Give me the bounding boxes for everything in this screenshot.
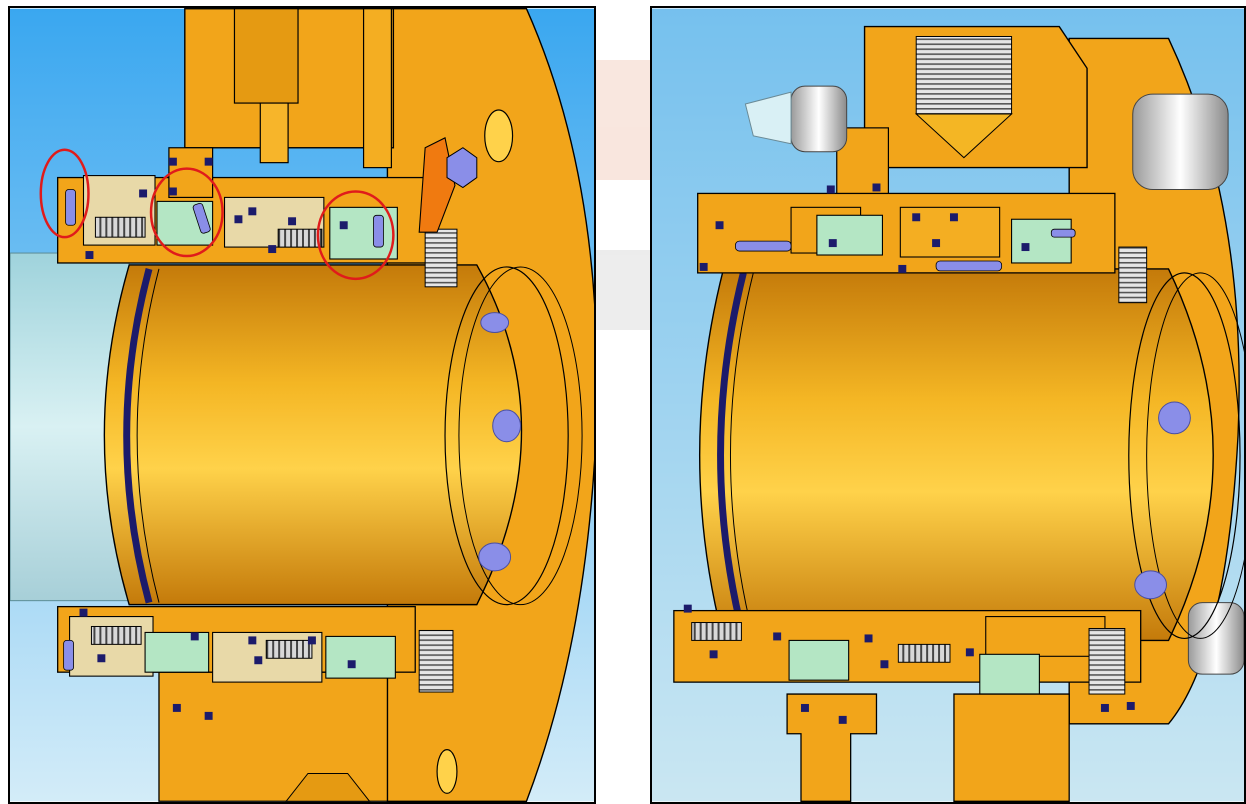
sleeve-bore-edge <box>136 268 160 603</box>
setting-clip <box>418 137 456 233</box>
right-section-view <box>650 6 1246 804</box>
oring-icon <box>85 157 348 259</box>
sleeve-end-face <box>444 266 569 606</box>
highlight-markers <box>39 148 395 281</box>
stationary-face-1 <box>816 214 883 256</box>
spring-icon <box>265 639 313 659</box>
oring-icon <box>699 183 1030 273</box>
oring-icon <box>79 608 356 720</box>
port-passage <box>259 102 289 164</box>
highlight-circle-pin-1 <box>39 148 90 239</box>
sleeve-end-face-outer <box>458 266 583 606</box>
set-screw-icon <box>480 312 510 333</box>
drive-pin-icon <box>63 639 74 671</box>
sleeve-end-face-outer <box>1146 272 1244 639</box>
drive-pin-icon <box>192 202 211 234</box>
oring-icon <box>123 268 153 604</box>
left-seal-drawing <box>10 8 594 802</box>
flange-bolt-hole <box>484 109 514 163</box>
set-screw-icon <box>478 542 512 572</box>
lower-gland-body <box>786 693 878 802</box>
stationary-face-3 <box>144 631 210 673</box>
drive-pin-icon <box>735 240 792 252</box>
stationary-face-2 <box>1011 218 1072 264</box>
drive-pin-icon <box>935 260 1003 272</box>
stationary-face-3 <box>788 639 850 681</box>
set-screw-icon <box>492 409 521 443</box>
flange-bolt-hole <box>436 749 458 794</box>
port-bore <box>233 8 299 104</box>
set-screw-icon <box>418 629 454 693</box>
highlight-circle-pin-3 <box>316 190 395 281</box>
drive-pin-icon <box>65 189 76 226</box>
hex-bolt-icon <box>446 147 478 189</box>
rotating-ring-3 <box>69 616 154 677</box>
lower-flange-body <box>953 693 1070 802</box>
hex-bolt-icon <box>790 85 848 153</box>
left-section-view <box>8 6 596 804</box>
right-seal-drawing <box>652 8 1244 802</box>
drive-pin-icon <box>373 214 384 248</box>
stationary-face-4 <box>979 653 1040 695</box>
shaft-sleeve <box>698 268 1214 642</box>
port-channel <box>362 8 392 169</box>
spring-icon <box>90 625 142 645</box>
drain-port <box>285 772 371 802</box>
sleeve-bore-edge <box>729 272 754 637</box>
set-screw-icon <box>1118 246 1148 304</box>
oring-icon <box>683 604 1135 724</box>
bolt-tip <box>744 91 792 145</box>
spring-icon <box>94 216 146 238</box>
sleeve-end-face <box>1128 272 1241 640</box>
stationary-face-4 <box>325 635 396 679</box>
set-screw-icon <box>1088 627 1126 695</box>
set-screw-icon <box>1158 401 1191 435</box>
set-screw-icon <box>424 228 458 288</box>
spring-icon <box>897 643 951 663</box>
port-cone <box>914 113 1013 159</box>
set-screw-icon <box>1134 570 1168 600</box>
stationary-face-2 <box>329 206 398 260</box>
oring-icon <box>717 272 747 638</box>
spring-icon <box>691 622 742 641</box>
spring-icon <box>277 228 323 248</box>
highlight-circle-pin-2 <box>149 167 224 258</box>
shaft-sleeve <box>103 264 523 606</box>
drive-pin-icon <box>1050 228 1076 238</box>
threaded-port <box>915 35 1013 115</box>
lower-gland-step <box>985 616 1106 657</box>
hex-bolt-icon <box>1132 93 1229 190</box>
